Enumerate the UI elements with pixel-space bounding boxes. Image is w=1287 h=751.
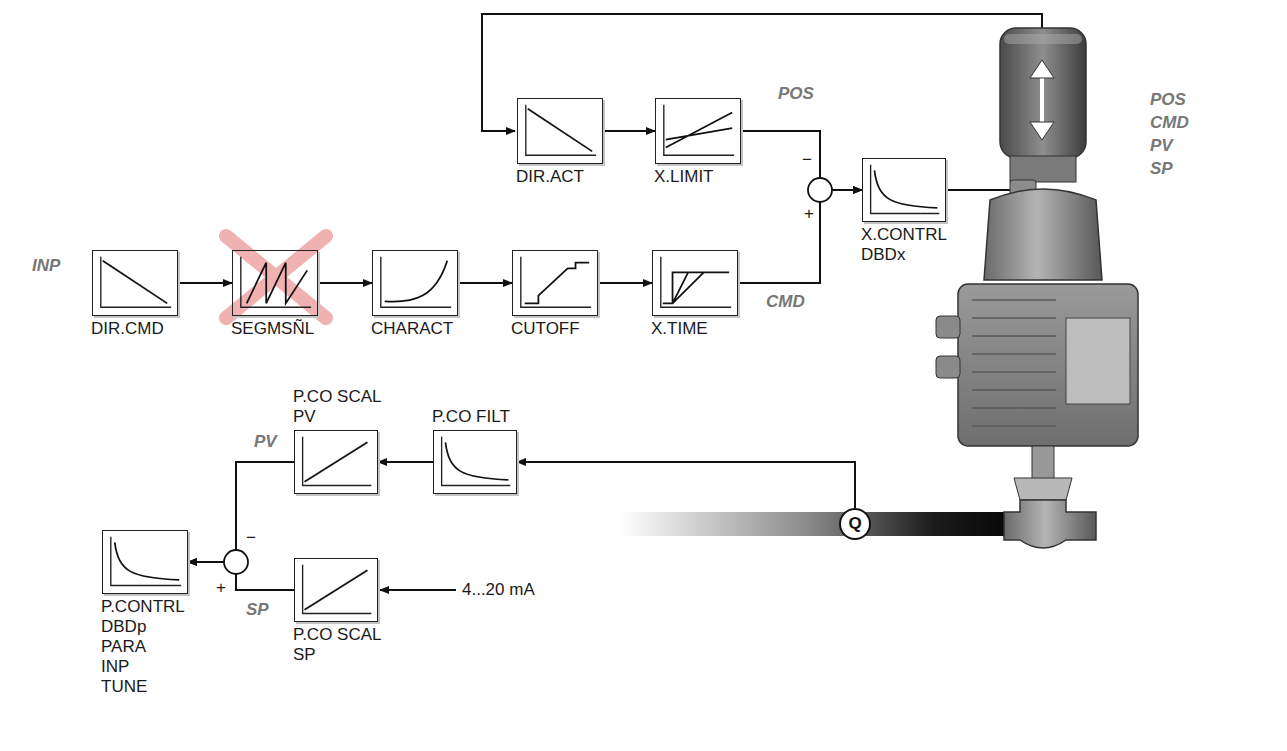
signal-name: POS [778, 84, 814, 104]
graph-icon [295, 559, 377, 621]
signal-arrow [378, 461, 433, 463]
node-text: INP [101, 657, 185, 677]
signal-name: CMD [766, 292, 805, 312]
block-label: P.CO SCALPV [293, 387, 382, 427]
block-label: CHARACT [371, 319, 453, 339]
signal-arrow [517, 462, 855, 508]
node-text: P.CO SCAL [293, 387, 382, 407]
node-text: DBDp [101, 617, 185, 637]
function-block: DIR.ACT [517, 98, 603, 164]
block-label: SEGMSÑL [231, 319, 314, 339]
node-text: DIR.CMD [91, 319, 164, 339]
function-block: X.LIMIT [655, 98, 741, 164]
signal-arrow [603, 130, 655, 132]
node-text: SEGMSÑL [231, 319, 314, 339]
node-text: CHARACT [371, 319, 453, 339]
node-text: DBDx [861, 245, 947, 265]
signal-name: SP [246, 600, 269, 620]
node-text: X.LIMIT [654, 167, 714, 187]
node-text: P.CO SCAL [293, 625, 382, 645]
graph-icon [233, 251, 317, 315]
block-label: X.LIMIT [654, 167, 714, 187]
controller-block: X.CONTRLDBDx [862, 158, 946, 222]
block-label: P.CO SCALSP [293, 625, 382, 665]
graph-icon [518, 99, 602, 163]
graph-icon [295, 431, 377, 493]
node-text: SP [293, 645, 382, 665]
node-text: DIR.ACT [516, 167, 584, 187]
signal-arrow [458, 282, 512, 284]
flow-sensor: Q [839, 508, 871, 540]
function-block: CUTOFF [512, 250, 598, 316]
block-label: DIR.ACT [516, 167, 584, 187]
sign-label: 4...20 mA [462, 580, 535, 600]
controller-block: P.CONTRLDBDpPARAINPTUNE [102, 530, 188, 594]
signal-arrow [188, 462, 294, 562]
signal-arrow [598, 282, 652, 284]
node-text: X.TIME [651, 319, 708, 339]
graph-icon [434, 431, 516, 493]
filter-block: P.CO FILT [433, 430, 517, 494]
signal-name: INP [32, 256, 60, 276]
sign-label: − [246, 528, 256, 548]
function-block: X.TIME [652, 250, 738, 316]
signal-arrow [318, 282, 372, 284]
node-text: PARA [101, 637, 185, 657]
node-text: P.CO FILT [432, 407, 510, 427]
function-block: SEGMSÑL [232, 250, 318, 316]
node-text: P.CONTRL [101, 597, 185, 617]
block-label: X.CONTRLDBDx [861, 225, 947, 265]
sign-label: + [804, 204, 814, 224]
signal-arrow [738, 190, 862, 283]
node-text: CUTOFF [511, 319, 580, 339]
graph-icon [863, 159, 945, 221]
graph-icon [653, 251, 737, 315]
block-label: P.CONTRLDBDpPARAINPTUNE [101, 597, 185, 697]
signal-arrow [178, 282, 232, 284]
block-label: X.TIME [651, 319, 708, 339]
function-block: DIR.CMD [92, 250, 178, 316]
block-label: P.CO FILT [432, 407, 510, 427]
sign-label: − [802, 150, 812, 170]
scaling-block: P.CO SCALPV [294, 430, 378, 494]
node-text: Q [848, 514, 861, 534]
graph-icon [656, 99, 740, 163]
node-text: X.CONTRL [861, 225, 947, 245]
sign-label: + [216, 578, 226, 598]
signal-name: CMD [1150, 113, 1189, 133]
node-text: PV [293, 407, 382, 427]
block-label: DIR.CMD [91, 319, 164, 339]
function-block: CHARACT [372, 250, 458, 316]
signal-name: PV [1150, 136, 1173, 156]
graph-icon [373, 251, 457, 315]
block-label: CUTOFF [511, 319, 580, 339]
signal-name: SP [1150, 159, 1173, 179]
node-text: TUNE [101, 677, 185, 697]
graph-icon [513, 251, 597, 315]
scaling-block: P.CO SCALSP [294, 558, 378, 622]
graph-icon [103, 531, 187, 593]
signal-name: POS [1150, 90, 1186, 110]
graph-icon [93, 251, 177, 315]
signal-name: PV [254, 432, 277, 452]
signal-arrow [741, 131, 862, 190]
